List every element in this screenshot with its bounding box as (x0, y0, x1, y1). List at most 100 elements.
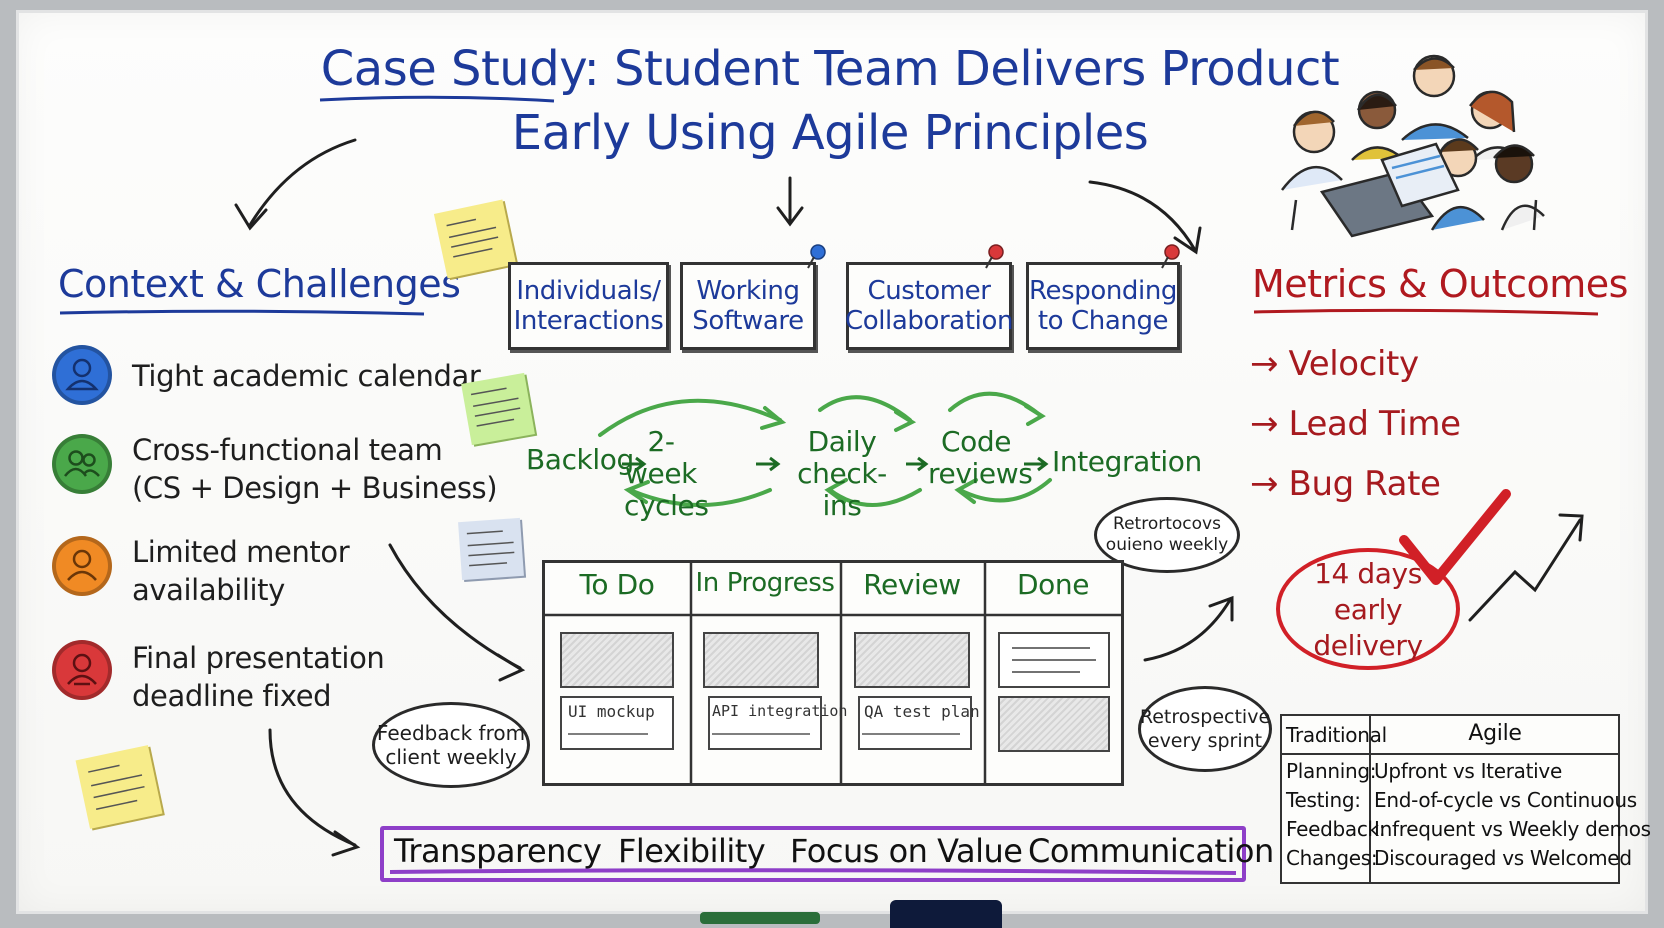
person-icon (52, 536, 112, 596)
sticky-note (75, 745, 163, 829)
result-circle (1276, 548, 1460, 670)
trend-line-icon (1468, 513, 1584, 622)
sticky-note (458, 517, 524, 581)
kanban-card-ui-mockup (560, 696, 674, 750)
metric-lead-time: → Lead Time (1250, 404, 1461, 444)
bubble-line: Feedback from (376, 721, 526, 745)
value-line: to Change (1037, 306, 1169, 336)
card-lines (568, 733, 960, 735)
principles-underline (389, 868, 1237, 875)
principle-flexibility: Flexibility (618, 832, 766, 870)
value-box-individuals: Individuals/Interactions (508, 262, 669, 350)
table-row-value: Upfront vs Iterative (1374, 759, 1562, 783)
result-line: early delivery (1313, 593, 1423, 662)
metric-label: Bug Rate (1288, 464, 1441, 504)
comparison-table-grid (1282, 716, 1618, 882)
principles-bar (380, 826, 1246, 882)
arrow-icon: → (1250, 344, 1279, 384)
table-row-value: Infrequent vs Weekly demos (1374, 817, 1651, 841)
value-line: Responding (1028, 276, 1178, 306)
value-line: Collaboration (844, 306, 1014, 336)
kanban-grid (545, 563, 1121, 783)
presenter-icon (52, 640, 112, 700)
flow-integration: Integration (1052, 445, 1202, 478)
flow-line: Daily (807, 425, 877, 458)
person-icon (52, 345, 112, 405)
challenge-2-line-1: Cross-functional team (132, 433, 443, 467)
bubble-line: Retrortocovs (1113, 514, 1221, 534)
challenge-4-line-1: Final presentation (132, 641, 385, 675)
table-row-label: Planning: (1286, 759, 1377, 783)
metric-velocity: → Velocity (1250, 344, 1419, 384)
table-row-value: Discouraged vs Welcomed (1374, 846, 1632, 870)
title-underline (319, 95, 555, 103)
bubble-line: Retrospective (1139, 706, 1271, 728)
kanban-column-review: Review (863, 568, 961, 601)
challenge-4-line-2: deadline fixed (132, 679, 332, 713)
kanban-column-in-progress: In Progress (695, 568, 835, 598)
kanban-card (854, 632, 970, 688)
cycle-arrows (598, 391, 1052, 507)
metric-label: Lead Time (1288, 404, 1462, 444)
principle-focus-on-value: Focus on Value (790, 832, 1023, 870)
context-underline (59, 309, 425, 316)
kanban-column-todo: To Do (579, 568, 655, 601)
metrics-heading: Metrics & Outcomes (1252, 262, 1628, 306)
principle-communication: Communication (1028, 832, 1274, 870)
value-line: Customer (867, 276, 991, 306)
kanban-card (998, 632, 1110, 688)
kanban-card-label: UI mockup (568, 702, 655, 721)
kanban-column-done: Done (1016, 568, 1090, 601)
value-line: Interactions (513, 306, 664, 336)
principle-transparency: Transparency (394, 832, 602, 870)
flow-line: check-ins (797, 457, 887, 522)
checkmark-icon (1399, 489, 1511, 585)
arrow-icon: → (1250, 404, 1279, 444)
value-line: Individuals/ (516, 276, 661, 306)
metric-bug-rate: → Bug Rate (1250, 464, 1441, 504)
table-row-value: End-of-cycle vs Continuous (1374, 788, 1637, 812)
kanban-card-label: QA test plan (864, 702, 980, 721)
result-line: 14 days (1314, 557, 1422, 590)
challenge-1-line-1: Tight academic calendar (132, 359, 481, 393)
title-line-1: Case Study: Student Team Delivers Produc… (320, 41, 1340, 97)
flow-arrows (622, 456, 1049, 472)
value-line: Working (696, 276, 800, 306)
kanban-card-api-integration (708, 696, 822, 750)
flow-backlog: Backlog (526, 443, 634, 476)
bubble-line: ouieno weekly (1105, 535, 1229, 555)
sticky-note (433, 199, 517, 279)
metric-label: Velocity (1288, 344, 1420, 384)
context-heading: Context & Challenges (58, 262, 461, 306)
table-row-label: Testing: (1286, 788, 1361, 812)
people-icon (52, 434, 112, 494)
pushpin-icons (807, 244, 1180, 269)
result-text: 14 days early delivery (1276, 556, 1460, 664)
kanban-card-label: API integration (712, 702, 848, 720)
kanban-card-qa-test-plan (858, 696, 972, 750)
metrics-underline (1253, 308, 1599, 316)
table-header-traditional: Traditional (1286, 723, 1387, 747)
kanban-card (998, 696, 1110, 752)
table-row-label: Changes: (1286, 846, 1378, 870)
comparison-table (1280, 714, 1620, 884)
title-line-2: Early Using Agile Principles (511, 105, 1149, 161)
value-line: Software (692, 306, 804, 336)
flow-line: cycles (624, 489, 709, 522)
table-row-label: Feedback: (1286, 817, 1386, 841)
kanban-card (703, 632, 819, 688)
challenge-3-line-1: Limited mentor (132, 535, 350, 569)
challenge-2-line-2: (CS + Design + Business) (132, 471, 498, 505)
arrow-icon: → (1250, 464, 1279, 504)
table-header-agile: Agile (1468, 721, 1522, 746)
bubble-line: client weekly (385, 745, 517, 769)
challenge-3-line-2: availability (132, 573, 285, 607)
